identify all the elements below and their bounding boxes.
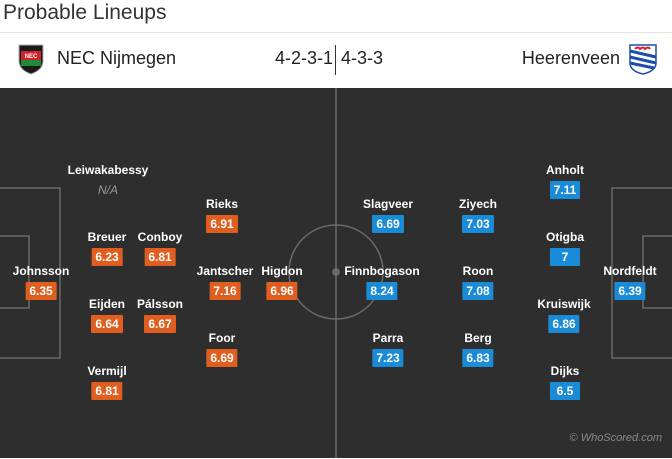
player-rating: 6.96 (266, 282, 298, 300)
player-home-10[interactable]: Foor 6.69 (206, 331, 238, 367)
player-name: Ziyech (458, 197, 498, 211)
player-name: Rieks (205, 197, 239, 211)
player-rating: 6.81 (144, 248, 176, 266)
player-home-5[interactable]: Vermijl 6.81 (87, 364, 127, 400)
player-home-2[interactable]: Breuer 6.23 (87, 230, 127, 266)
player-name: Johnsson (12, 264, 70, 278)
player-away-2[interactable]: Otigba 7 (546, 230, 584, 266)
player-home-4[interactable]: Leiwakabessy N/A (68, 163, 149, 199)
player-away-9[interactable]: Slagveer 6.69 (363, 197, 413, 233)
player-home-9[interactable]: Jantscher 7.16 (196, 264, 254, 300)
player-home-1[interactable]: Johnsson 6.35 (12, 264, 70, 300)
player-rating: 6.64 (91, 315, 123, 333)
player-away-11[interactable]: Parra 7.23 (372, 331, 404, 367)
player-name: Otigba (546, 230, 584, 244)
nec-crest-icon: NEC (18, 44, 44, 75)
whoscored-watermark: © WhoScored.com (569, 432, 662, 444)
player-name: Vermijl (87, 364, 127, 378)
player-name: Breuer (87, 230, 127, 244)
player-away-1[interactable]: Nordfeldt 6.39 (603, 264, 657, 300)
player-rating: 6.69 (372, 215, 404, 233)
player-name: Finnbogason (344, 264, 420, 278)
player-rating: 6.67 (144, 315, 176, 333)
pitch-markings (0, 88, 672, 458)
player-rating: 6.91 (206, 215, 238, 233)
player-name: Kruiswijk (537, 297, 591, 311)
player-home-8[interactable]: Rieks 6.91 (206, 197, 238, 233)
player-name: Pálsson (136, 297, 184, 311)
player-rating: 8.24 (366, 282, 398, 300)
player-away-10[interactable]: Finnbogason 8.24 (344, 264, 420, 300)
player-away-7[interactable]: Roon 7.08 (462, 264, 494, 300)
player-name: Roon (462, 264, 494, 278)
player-home-11[interactable]: Higdon 6.96 (261, 264, 303, 300)
player-name: Eijden (88, 297, 126, 311)
player-away-5[interactable]: Dijks 6.5 (550, 364, 580, 400)
player-rating: 6.86 (548, 315, 580, 333)
player-rating: 7.16 (209, 282, 241, 300)
player-rating: 6.83 (462, 349, 494, 367)
page-title: Probable Lineups (3, 1, 167, 24)
player-name: Conboy (137, 230, 183, 244)
player-rating: 7.23 (372, 349, 404, 367)
heerenveen-crest-icon (629, 44, 657, 75)
player-rating: 7 (550, 248, 580, 266)
player-rating: 7.08 (462, 282, 494, 300)
player-name: Berg (464, 331, 492, 345)
player-away-3[interactable]: Kruiswijk 6.86 (537, 297, 591, 333)
player-name: Foor (208, 331, 236, 345)
player-away-6[interactable]: Ziyech 7.03 (459, 197, 497, 233)
player-rating: 7.11 (549, 181, 581, 199)
player-rating: 7.03 (462, 215, 494, 233)
player-rating: 6.5 (550, 382, 580, 400)
player-rating: N/A (97, 183, 118, 197)
home-team-name[interactable]: NEC Nijmegen (57, 48, 177, 68)
player-rating: 6.35 (25, 282, 57, 300)
player-home-7[interactable]: Pálsson 6.67 (137, 297, 183, 333)
player-rating: 6.23 (91, 248, 123, 266)
formation-divider (335, 45, 336, 75)
away-team-name[interactable]: Heerenveen (521, 48, 620, 68)
home-formation: 4-2-3-1 (274, 48, 333, 68)
player-home-3[interactable]: Eijden 6.64 (89, 297, 125, 333)
svg-text:NEC: NEC (25, 54, 38, 60)
player-name: Jantscher (196, 264, 254, 278)
player-name: Dijks (550, 364, 580, 378)
player-rating: 6.69 (206, 349, 238, 367)
player-home-6[interactable]: Conboy 6.81 (137, 230, 183, 266)
player-rating: 6.39 (614, 282, 646, 300)
player-away-8[interactable]: Berg 6.83 (462, 331, 494, 367)
away-formation: 4-3-3 (341, 48, 384, 68)
player-away-4[interactable]: Anholt 7.11 (546, 163, 584, 199)
player-name: Leiwakabessy (67, 163, 149, 177)
player-rating: 6.81 (91, 382, 123, 400)
player-name: Slagveer (362, 197, 414, 211)
match-header: NEC NEC Nijmegen 4-2-3-1 4-3-3 Heerenvee… (0, 32, 672, 89)
player-name: Parra (372, 331, 404, 345)
player-name: Anholt (546, 163, 584, 177)
pitch: Johnsson 6.35 Breuer 6.23 Eijden 6.64 Le… (0, 88, 672, 458)
player-name: Higdon (261, 264, 303, 278)
player-name: Nordfeldt (603, 264, 657, 278)
